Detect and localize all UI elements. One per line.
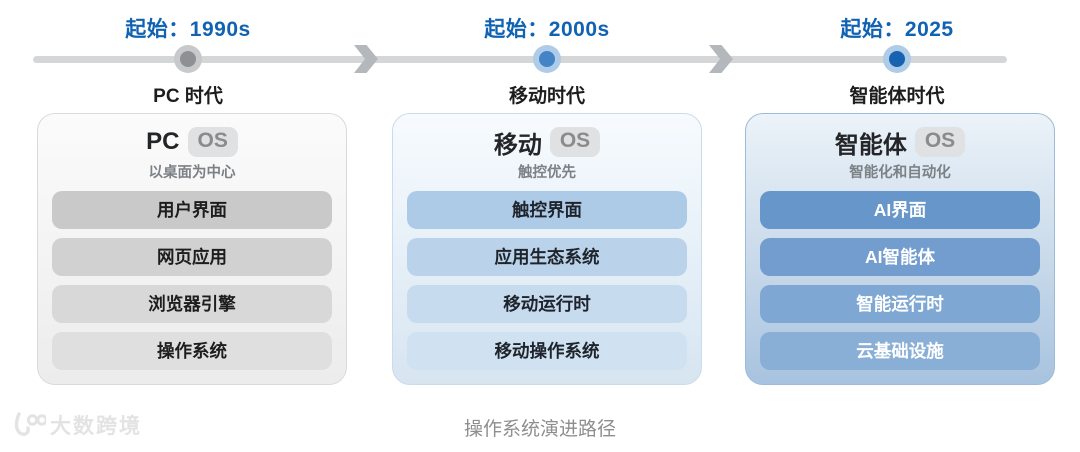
layer-item: 移动运行时 [407,285,687,323]
era-name-agent: 智能体时代 [849,86,945,107]
diagram-caption: 操作系统演进路径 [463,419,616,440]
bird-100-logo-icon [14,412,46,436]
watermark-text: 大数跨境 [50,415,142,438]
card-title-row: 移动 OS [393,125,701,159]
card-subtitle: 触控优先 [518,165,576,181]
layer-item: 浏览器引擎 [52,285,332,323]
layer-stack: AI界面 AI智能体 智能运行时 云基础设施 [746,182,1054,370]
dot-icon [539,51,555,67]
era-card-mobile: 移动 OS 触控优先 触控界面 应用生态系统 移动运行时 移动操作系统 [392,113,702,385]
layer-item: AI界面 [760,191,1040,229]
layer-item: 应用生态系统 [407,238,687,276]
layer-item: 用户界面 [52,191,332,229]
era-name-pc: PC 时代 [153,86,223,107]
card-title-row: 智能体 OS [746,125,1054,159]
era-card-pc: PC OS 以桌面为中心 用户界面 网页应用 浏览器引擎 操作系统 [37,113,347,385]
layer-stack: 用户界面 网页应用 浏览器引擎 操作系统 [38,182,346,370]
era-start-label-pc: 起始：1990s [125,18,251,41]
card-subtitle: 以桌面为中心 [148,165,236,181]
layer-item: 智能运行时 [760,285,1040,323]
card-title: 移动 [493,131,542,159]
watermark-logo: 大数跨境 [12,410,142,440]
layer-stack: 触控界面 应用生态系统 移动运行时 移动操作系统 [393,182,701,370]
dot-icon [180,51,196,67]
os-badge: OS [187,127,238,157]
os-badge: OS [914,127,966,157]
layer-item: 移动操作系统 [407,332,687,370]
timeline-dot-agent [883,45,911,73]
timeline-dot-mobile [533,45,561,73]
layer-item: 云基础设施 [760,332,1040,370]
layer-item: 网页应用 [52,238,332,276]
layer-item: AI智能体 [760,238,1040,276]
card-title: 智能体 [834,131,907,159]
os-badge: OS [549,127,601,157]
timeline-line [33,56,1007,63]
timeline-dot-pc [174,45,202,73]
card-subtitle: 智能化和自动化 [849,165,951,181]
era-start-label-agent: 起始：2025 [840,18,954,41]
card-title: PC [146,128,180,155]
era-start-label-mobile: 起始：2000s [484,18,610,41]
layer-item: 触控界面 [407,191,687,229]
era-name-mobile: 移动时代 [508,86,585,107]
dot-icon [889,51,905,67]
card-title-row: PC OS [38,125,346,159]
layer-item: 操作系统 [52,332,332,370]
era-card-agent: 智能体 OS 智能化和自动化 AI界面 AI智能体 智能运行时 云基础设施 [745,113,1055,385]
